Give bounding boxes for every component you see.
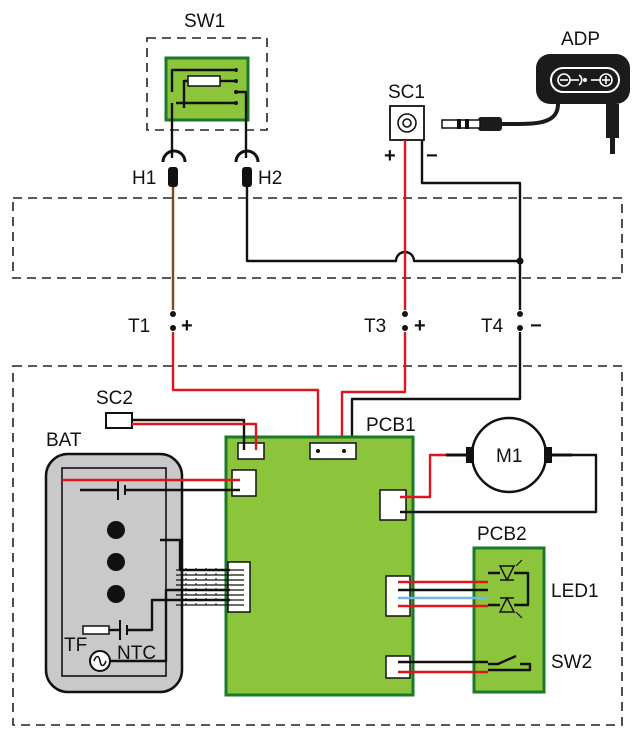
sw2-switch	[488, 654, 532, 672]
label-pcb1: PCB1	[366, 415, 416, 436]
ribbon-cable	[176, 568, 244, 607]
label-adp: ADP	[561, 29, 600, 50]
label-t3: T3	[364, 316, 386, 337]
pcb1-motor-connector	[379, 489, 407, 521]
base-enclosure	[12, 365, 623, 726]
label-bat: BAT	[46, 430, 82, 451]
connector-h1	[161, 149, 187, 187]
connector-h2	[234, 149, 260, 187]
pcb1-sw2-connector	[385, 655, 411, 679]
pcb1-sc2-connector	[237, 442, 265, 460]
label-ntc: NTC	[117, 643, 156, 664]
wire-t1-pcb1	[171, 332, 320, 448]
terminal-t4	[517, 311, 523, 331]
label-led1: LED1	[551, 581, 599, 602]
wire-motor-black	[400, 453, 598, 514]
label-sc1: SC1	[388, 82, 425, 103]
pcb2-board	[472, 546, 546, 694]
label-pcb2: PCB2	[477, 524, 527, 545]
label-tf: TF	[64, 635, 87, 656]
wire-t4-pcb1	[350, 332, 522, 448]
wire-t3-pcb1	[340, 332, 407, 448]
label-m1: M1	[496, 446, 522, 467]
label-sc2: SC2	[96, 388, 133, 409]
junction-dot	[516, 257, 524, 265]
pcb1-top-connector	[309, 442, 357, 460]
socket-sc1	[389, 105, 425, 141]
sw1-switch	[164, 56, 250, 158]
label-sw2: SW2	[551, 652, 592, 673]
motor-m1	[446, 416, 572, 494]
wire-sc1-t4	[420, 140, 522, 310]
label-t3-sign: +	[414, 315, 426, 337]
adapter-adp	[441, 54, 630, 154]
label-sw1: SW1	[184, 11, 225, 32]
label-h1: H1	[132, 168, 156, 189]
sensor-sc2	[105, 412, 133, 429]
pcb1-bat-connector	[231, 469, 257, 497]
terminal-t1	[170, 311, 176, 331]
label-sc1-minus: −	[426, 145, 438, 167]
wire-motor-red	[400, 453, 446, 499]
terminal-t3	[402, 311, 408, 331]
led1-diodes	[488, 559, 530, 619]
label-h2: H2	[258, 168, 282, 189]
label-t1: T1	[128, 316, 150, 337]
pcb1-board	[224, 435, 415, 697]
label-sc1-plus: +	[384, 145, 396, 167]
label-t4: T4	[481, 316, 504, 337]
sw1-enclosure	[146, 37, 268, 131]
handle-enclosure	[12, 197, 623, 279]
label-t4-sign: −	[530, 315, 542, 337]
label-t1-sign: +	[181, 315, 193, 337]
